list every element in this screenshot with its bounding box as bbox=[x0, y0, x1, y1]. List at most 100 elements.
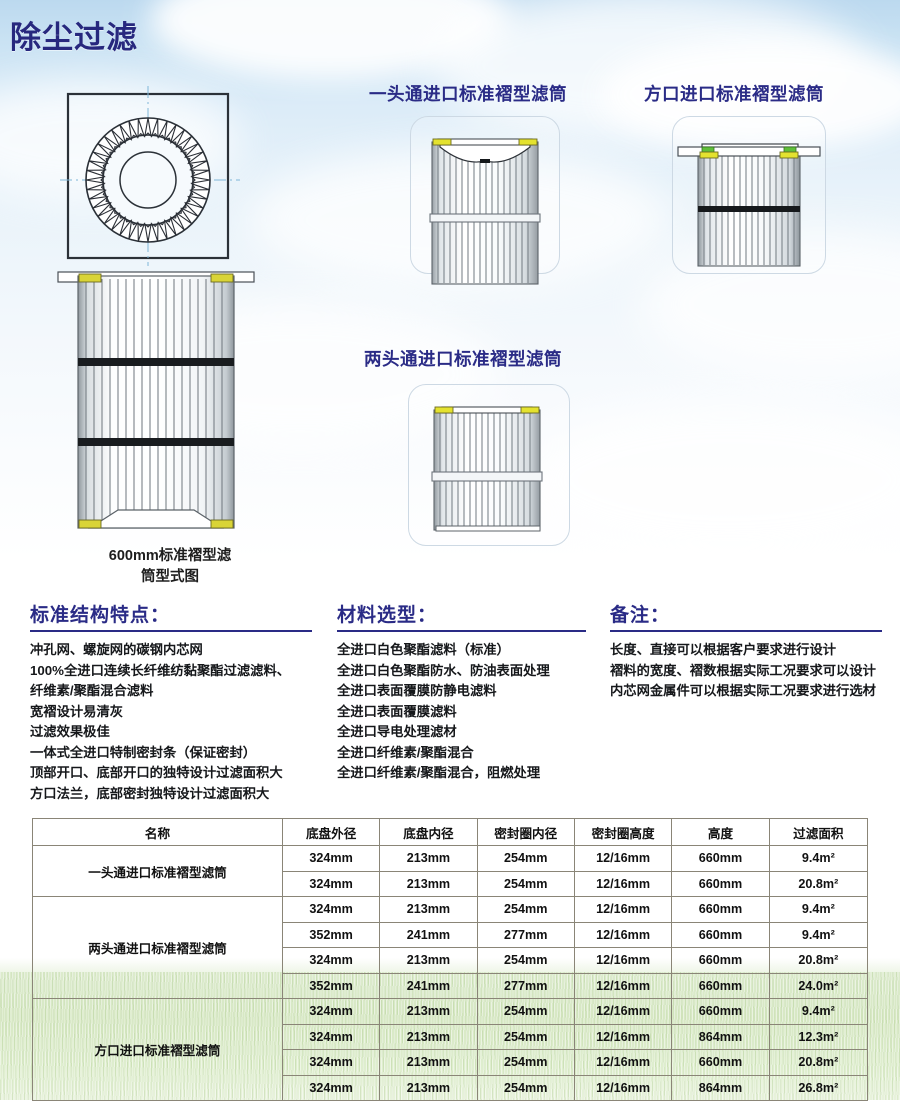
cell-base-inner-dia: 213mm bbox=[379, 1049, 478, 1076]
cell-seal-height: 12/16mm bbox=[573, 1074, 673, 1101]
list-item: 一体式全进口特制密封条（保证密封） bbox=[30, 744, 257, 760]
list-item: 全进口表面覆膜滤料 bbox=[337, 703, 457, 719]
cell-height: 660mm bbox=[671, 896, 770, 923]
cloud-shape bbox=[520, 400, 900, 560]
cell-height: 660mm bbox=[671, 947, 770, 974]
table-row: 324mm 213mm 254mm 12/16mm 660mm 20.8m² bbox=[33, 1049, 869, 1076]
th-base-outer-dia: 底盘外径 bbox=[281, 818, 381, 846]
list-item: 全进口纤维素/聚酯混合，阻燃处理 bbox=[337, 765, 541, 780]
cell-seal-height: 12/16mm bbox=[573, 845, 673, 872]
cell-height: 660mm bbox=[671, 1049, 770, 1076]
table-row: 324mm 213mm 254mm 12/16mm 864mm 12.3m² bbox=[33, 1023, 869, 1050]
list-item: 纤维素/聚酯混合滤料 bbox=[30, 683, 154, 698]
cell-filter-area: 26.8m² bbox=[768, 1074, 869, 1101]
list-item: 过滤效果极佳 bbox=[30, 724, 110, 739]
cell-base-inner-dia: 241mm bbox=[379, 972, 478, 999]
th-base-inner-dia: 底盘内径 bbox=[379, 818, 478, 846]
heading-rule bbox=[30, 630, 312, 632]
th-seal-height: 密封圈高度 bbox=[573, 818, 673, 846]
th-name: 名称 bbox=[32, 818, 283, 846]
cell-base-outer-dia: 324mm bbox=[281, 947, 381, 974]
cell-seal-inner-dia: 254mm bbox=[476, 1023, 575, 1050]
figure-title-square-inlet: 方口进口标准褶型滤筒 bbox=[644, 84, 824, 104]
cell-height: 660mm bbox=[671, 845, 770, 872]
table-row: 两头通进口标准褶型滤筒 324mm 213mm 254mm 12/16mm 66… bbox=[32, 896, 869, 999]
cell-seal-inner-dia: 254mm bbox=[476, 845, 575, 872]
cell-height: 660mm bbox=[671, 998, 770, 1025]
cloud-shape bbox=[600, 40, 900, 150]
cell-base-inner-dia: 213mm bbox=[379, 845, 478, 872]
main-figure-caption: 600mm标准褶型滤 筒型式图 bbox=[60, 546, 280, 588]
cell-seal-height: 12/16mm bbox=[573, 972, 673, 999]
table-row: 方口进口标准褶型滤筒 324mm 213mm 254mm 12/16mm 660… bbox=[32, 998, 869, 1101]
cell-seal-inner-dia: 254mm bbox=[476, 1049, 575, 1076]
cell-filter-area: 9.4m² bbox=[768, 845, 869, 872]
column-heading: 标准结构特点： bbox=[30, 605, 171, 626]
cartridge-square-inlet-drawing bbox=[677, 143, 821, 267]
list-item: 全进口纤维素/聚酯混合 bbox=[337, 744, 474, 760]
group-name: 两头通进口标准褶型滤筒 bbox=[32, 896, 283, 999]
table-row: 324mm 213mm 254mm 12/16mm 660mm 20.8m² bbox=[33, 947, 869, 974]
cell-seal-height: 12/16mm bbox=[573, 1049, 673, 1076]
list-item: 宽褶设计易清灰 bbox=[30, 703, 124, 719]
cell-filter-area: 20.8m² bbox=[768, 947, 869, 974]
column-heading: 材料选型： bbox=[337, 605, 438, 626]
cell-base-inner-dia: 213mm bbox=[379, 1023, 478, 1050]
column-heading: 备注： bbox=[610, 605, 671, 626]
cell-seal-height: 12/16mm bbox=[573, 947, 673, 974]
figure-title-two-end: 两头通进口标准褶型滤筒 bbox=[364, 349, 562, 369]
cell-seal-inner-dia: 254mm bbox=[476, 870, 575, 897]
table-header-row: 名称 底盘外径 底盘内径 密封圈内径 密封圈高度 高度 过滤面积 bbox=[32, 818, 869, 846]
list-item: 全进口导电处理滤材 bbox=[337, 724, 457, 739]
table-row: 324mm 213mm 254mm 12/16mm 864mm 26.8m² bbox=[33, 1074, 869, 1101]
list-item: 褶料的宽度、褶数根据实际工况要求可以设计 bbox=[610, 662, 876, 678]
cell-base-inner-dia: 213mm bbox=[379, 870, 478, 897]
cell-base-inner-dia: 213mm bbox=[379, 998, 478, 1025]
list-item: 内芯网金属件可以根据实际工况要求进行选材 bbox=[610, 683, 876, 698]
column-remarks: 备注： 长度、直接可以根据客户要求进行设计 褶料的宽度、褶数根据实际工况要求可以… bbox=[610, 600, 892, 702]
th-seal-inner-dia: 密封圈内径 bbox=[476, 818, 575, 846]
list-item: 全进口白色聚酯防水、防油表面处理 bbox=[337, 662, 550, 678]
cell-seal-inner-dia: 254mm bbox=[476, 1074, 575, 1101]
feature-list: 冲孔网、螺旋网的碳钢内芯网 100%全进口连续长纤维纺黏聚酯过滤滤料、 纤维素/… bbox=[30, 640, 326, 804]
cell-height: 660mm bbox=[671, 921, 770, 948]
column-structure-features: 标准结构特点： 冲孔网、螺旋网的碳钢内芯网 100%全进口连续长纤维纺黏聚酯过滤… bbox=[30, 600, 326, 804]
cell-base-outer-dia: 324mm bbox=[281, 1049, 381, 1076]
cell-height: 864mm bbox=[671, 1074, 770, 1101]
cell-base-outer-dia: 324mm bbox=[281, 998, 381, 1025]
list-item: 冲孔网、螺旋网的碳钢内芯网 bbox=[30, 642, 203, 657]
cell-seal-inner-dia: 254mm bbox=[476, 947, 575, 974]
list-item: 100%全进口连续长纤维纺黏聚酯过滤滤料、 bbox=[30, 662, 291, 678]
cell-filter-area: 20.8m² bbox=[768, 1049, 869, 1076]
cell-base-outer-dia: 324mm bbox=[281, 896, 381, 923]
cell-seal-inner-dia: 277mm bbox=[476, 921, 575, 948]
cell-filter-area: 9.4m² bbox=[768, 921, 869, 948]
table-row: 一头通进口标准褶型滤筒 324mm 213mm 254mm 12/16mm 66… bbox=[32, 845, 869, 897]
material-list: 全进口白色聚酯滤料（标准） 全进口白色聚酯防水、防油表面处理 全进口表面覆膜防静… bbox=[337, 640, 599, 784]
cell-base-inner-dia: 241mm bbox=[379, 921, 478, 948]
cell-filter-area: 9.4m² bbox=[768, 998, 869, 1025]
list-item: 方口法兰，底部密封独特设计过滤面积大 bbox=[30, 785, 270, 801]
list-item: 全进口表面覆膜防静电滤料 bbox=[337, 683, 497, 698]
cell-seal-inner-dia: 277mm bbox=[476, 972, 575, 999]
th-filter-area: 过滤面积 bbox=[768, 818, 869, 846]
list-item: 顶部开口、底部开口的独特设计过滤面积大 bbox=[30, 765, 283, 780]
remark-list: 长度、直接可以根据客户要求进行设计 褶料的宽度、褶数根据实际工况要求可以设计 内… bbox=[610, 640, 892, 702]
cell-seal-height: 12/16mm bbox=[573, 896, 673, 923]
cell-height: 864mm bbox=[671, 1023, 770, 1050]
group-name: 一头通进口标准褶型滤筒 bbox=[32, 845, 283, 897]
cartridge-one-end-drawing bbox=[429, 138, 541, 285]
top-view-drawing bbox=[60, 86, 240, 266]
cell-base-outer-dia: 352mm bbox=[281, 972, 381, 999]
cell-base-inner-dia: 213mm bbox=[379, 896, 478, 923]
cell-height: 660mm bbox=[671, 870, 770, 897]
list-item: 全进口白色聚酯滤料（标准） bbox=[337, 642, 510, 657]
cell-filter-area: 24.0m² bbox=[768, 972, 869, 999]
specification-table: 名称 底盘外径 底盘内径 密封圈内径 密封圈高度 高度 过滤面积 一头通进口标准… bbox=[32, 818, 869, 1101]
column-material-selection: 材料选型： 全进口白色聚酯滤料（标准） 全进口白色聚酯防水、防油表面处理 全进口… bbox=[337, 600, 599, 784]
caption-line-1: 600mm标准褶型滤 bbox=[108, 548, 232, 564]
cell-filter-area: 9.4m² bbox=[768, 896, 869, 923]
cell-base-outer-dia: 352mm bbox=[281, 921, 381, 948]
cell-seal-height: 12/16mm bbox=[573, 921, 673, 948]
cell-seal-height: 12/16mm bbox=[573, 870, 673, 897]
